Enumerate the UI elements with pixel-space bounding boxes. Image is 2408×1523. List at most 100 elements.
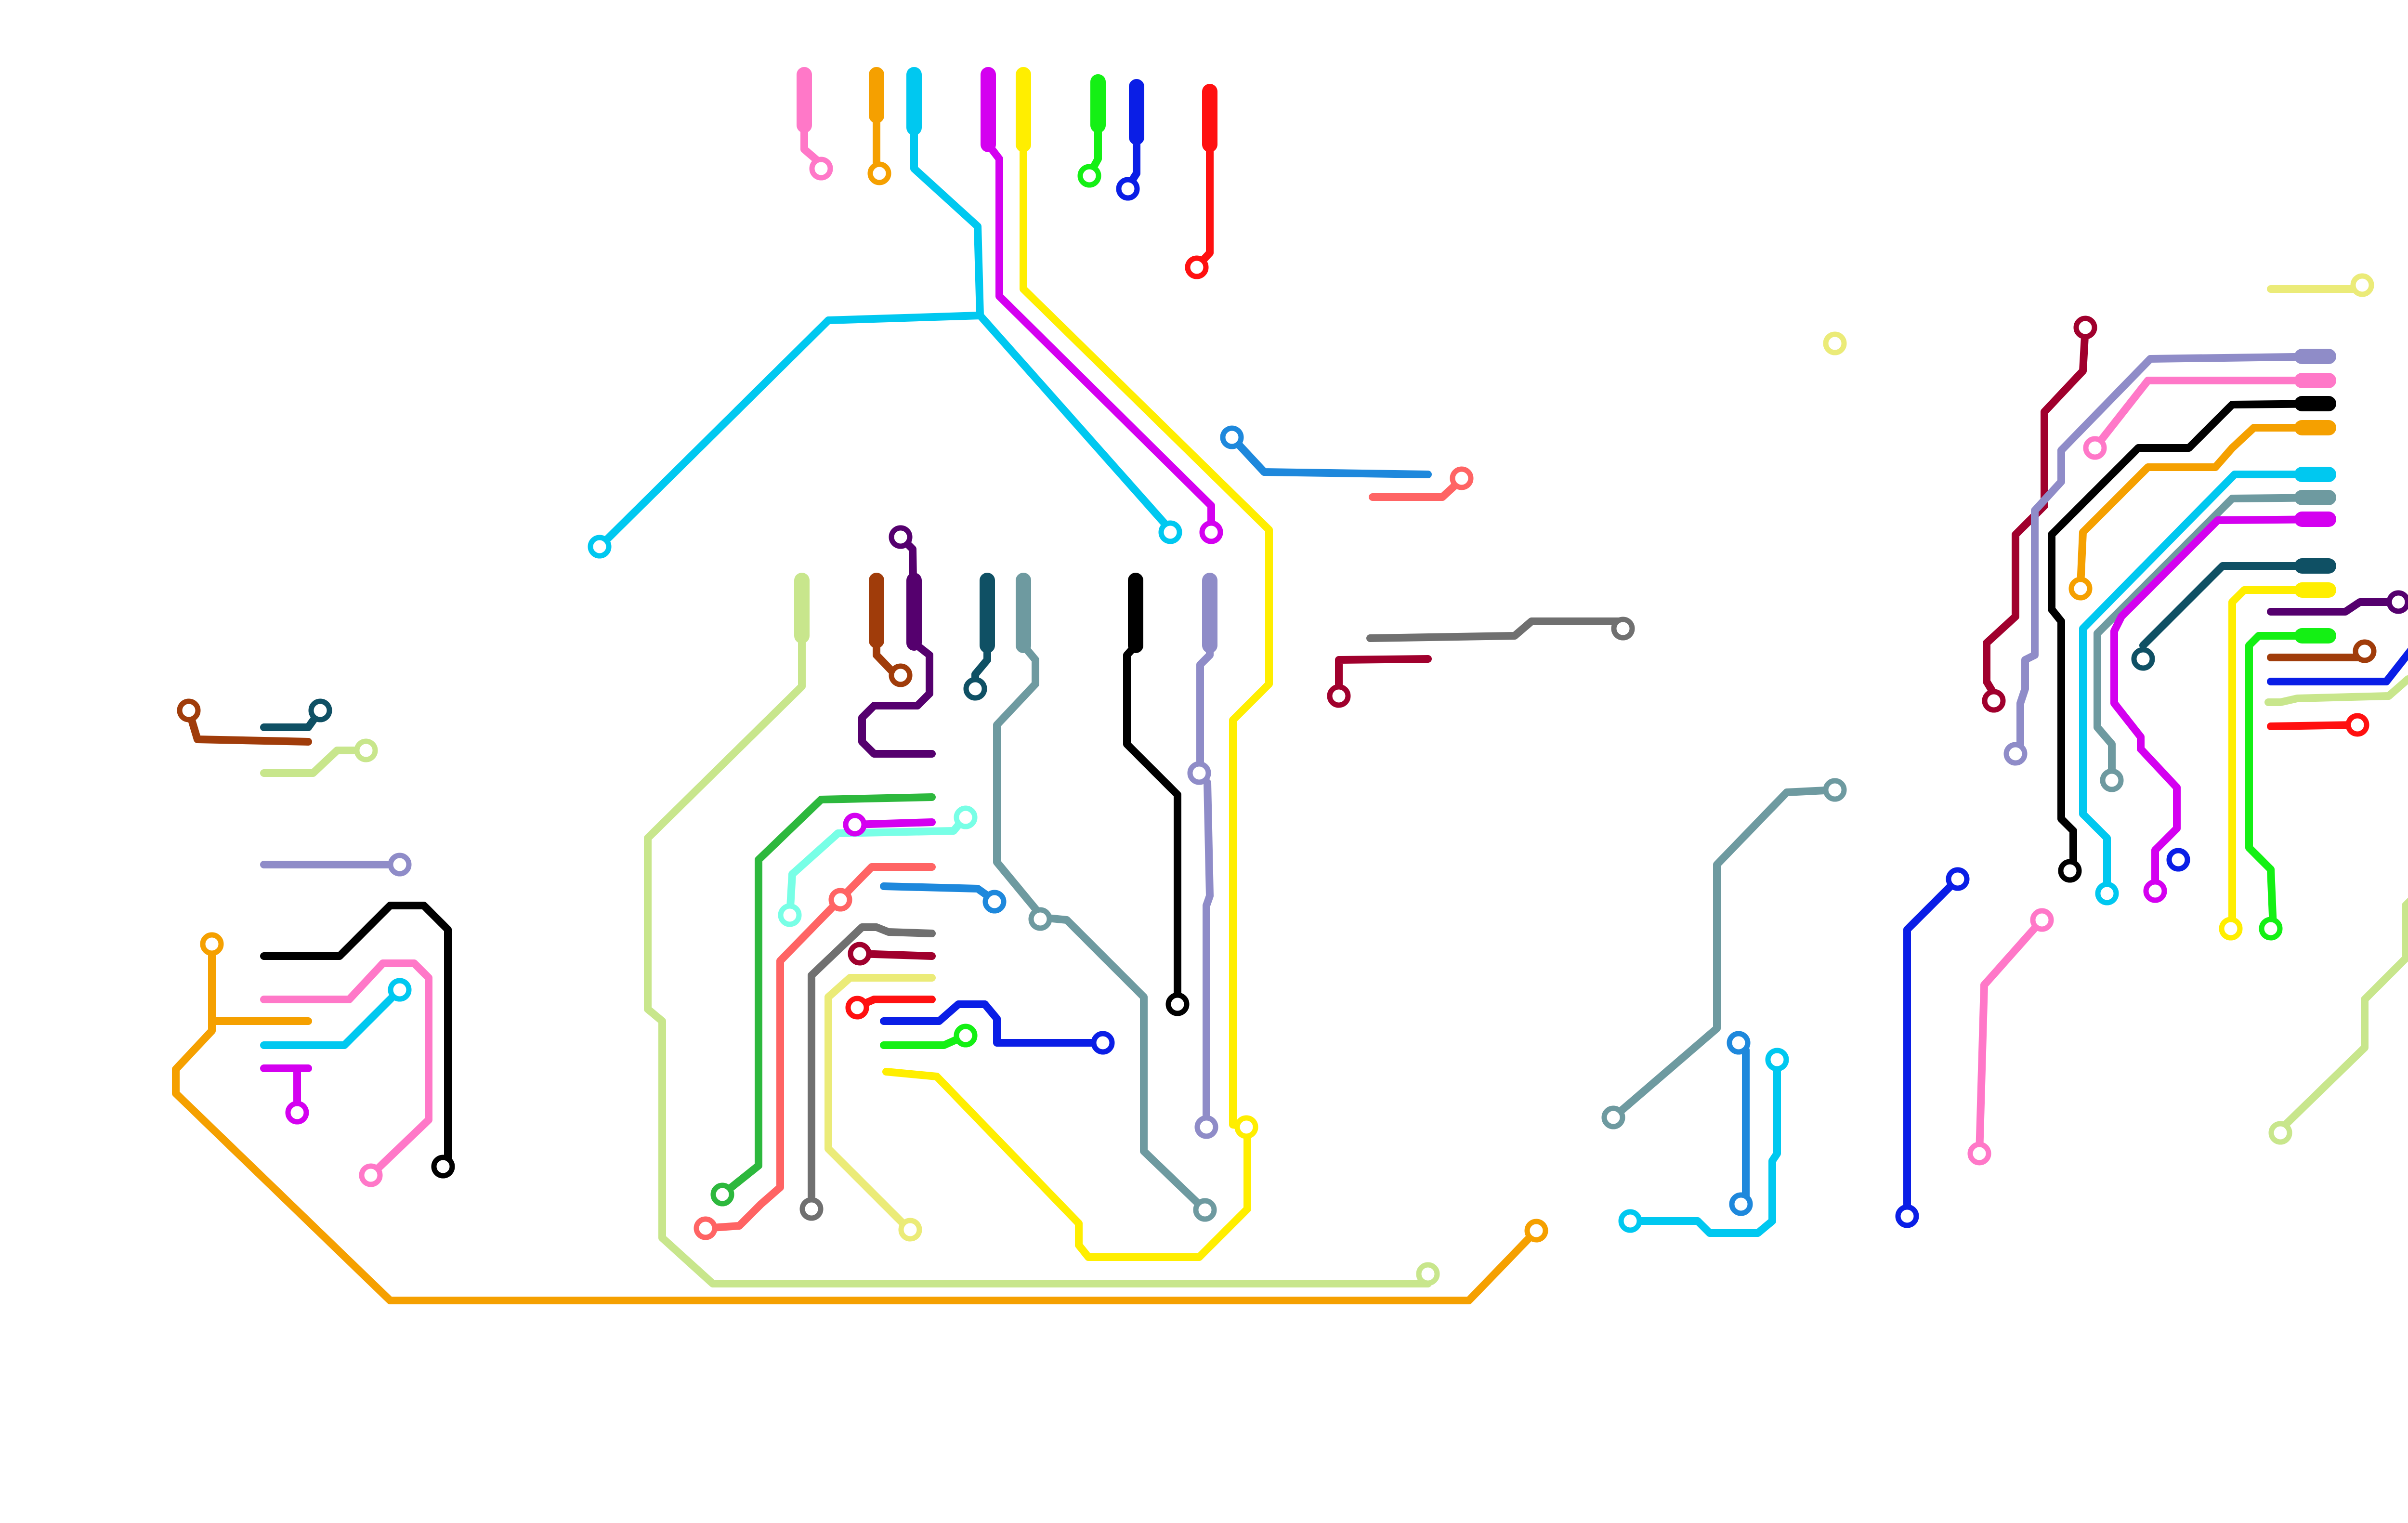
pad-black-right-cluster [2058, 859, 2082, 883]
pad-grey-right [1611, 617, 1635, 641]
trace-mid-blue-lower [1735, 1039, 1750, 1208]
pad-cyan-left [388, 978, 412, 1002]
trace-lime-mid [880, 1032, 969, 1049]
pad-red-top [1185, 255, 1209, 279]
pad-pale-yellow-right-cluster [2350, 273, 2374, 297]
pad-lavender-left [388, 853, 412, 877]
pad-purple-top [889, 525, 913, 549]
pad-crimson-right [1327, 684, 1351, 708]
pad-mid-blue-right [1220, 425, 1244, 449]
pad-dark-teal-mid [963, 677, 987, 701]
top-connector-pins [797, 67, 1217, 152]
trace-light-green-main [644, 632, 1432, 1287]
pad-red-short [845, 996, 869, 1020]
trace-magenta-main [984, 141, 1215, 536]
trace-crimson-short [856, 950, 936, 960]
trace-salmon-right [1369, 475, 1466, 501]
trace-blue-mid [880, 1000, 1107, 1047]
pad-cyan-left-end [588, 535, 612, 559]
pad-orange-top [867, 161, 891, 185]
pad-grey-teal-right-end [1601, 1105, 1625, 1129]
trace-magenta-short [851, 818, 936, 828]
pad-mid-blue-lower-top [1727, 1031, 1751, 1055]
trace-purple-right-cluster [2267, 598, 2402, 616]
trace-light-green-lower [2264, 675, 2408, 1138]
trace-red-right-cluster [2267, 721, 2361, 730]
trace-crimson-right [1335, 655, 1432, 700]
trace-cyan-lower [1626, 1056, 1781, 1237]
pad-salmon-end [694, 1216, 718, 1240]
pad-cyan-right-cluster [2095, 881, 2119, 906]
pad-salmon-right [1450, 466, 1474, 490]
pad-grey-teal-right-cluster [2100, 768, 2124, 792]
pad-lavender-end [1194, 1115, 1218, 1139]
pad-orange-end [1524, 1219, 1548, 1243]
pad-magenta-short [843, 813, 867, 837]
pad-mid-blue-mid [982, 890, 1007, 914]
trace-mid-blue-short [880, 882, 998, 905]
top-pin-traces [596, 112, 1273, 1261]
trace-black-right-cluster [2048, 400, 2335, 871]
pad-lavender-via [1187, 761, 1211, 785]
pad-brown-right-cluster [2353, 639, 2377, 663]
pad-magenta-end [1199, 520, 1223, 544]
pad-blue-lower-end [1895, 1204, 1919, 1228]
pad-brown-left [177, 698, 201, 722]
pad-pink-right-cluster [2083, 436, 2107, 460]
trace-grey-right [1366, 617, 1627, 642]
pad-black-left [431, 1155, 455, 1179]
pad-magenta-right-cluster [2143, 879, 2167, 903]
trace-crimson-right-cluster [1983, 324, 2089, 707]
right-cluster-pins [2294, 349, 2336, 643]
trace-pink-lower [1976, 916, 2046, 1157]
pad-light-green-lower [2268, 1121, 2292, 1145]
trace-blue-right-cluster [2267, 647, 2408, 685]
pad-dark-teal-right-cluster [2131, 647, 2155, 671]
trace-lavender-right-cluster [2016, 353, 2335, 753]
pad-aqua-bottom [778, 903, 802, 927]
pad-crimson-right-cluster-top [2073, 315, 2097, 340]
pad-lime-top [1077, 164, 1101, 188]
trace-light-green-left [260, 747, 370, 777]
trace-pale-yellow-mid [824, 974, 936, 1232]
trace-cyan-main [596, 124, 1174, 551]
trace-magenta-right-cluster [2110, 515, 2335, 895]
pad-grey-end [799, 1197, 824, 1221]
pad-aqua-top [954, 805, 978, 829]
trace-pink-right-cluster [2091, 377, 2335, 452]
pad-cyan-right-end [1158, 520, 1182, 544]
trace-orange-left [172, 940, 1540, 1304]
pad-dark-teal-left [308, 698, 332, 722]
trace-cyan-left [260, 986, 404, 1049]
pad-purple-right-cluster [2386, 590, 2408, 614]
pad-pink-lower-end [1967, 1142, 1991, 1166]
trace-orange-right-cluster [2077, 424, 2335, 589]
right-cluster-traces [1983, 285, 2408, 931]
pad-salmon-mid [828, 888, 852, 912]
pad-grey-teal-right-top [1823, 778, 1847, 802]
pad-lime-right-cluster [2259, 917, 2283, 941]
trace-purple-mid [858, 533, 936, 758]
pad-blue-top [1116, 177, 1140, 201]
trace-blue-lower [1903, 875, 1962, 1220]
pad-lavender-right-cluster [2003, 742, 2028, 766]
pad-blue-lower-top [1946, 867, 1970, 891]
trace-grey-teal-mid [993, 642, 1210, 1215]
pad-light-green-end [1416, 1262, 1440, 1286]
trace-cyan-right-cluster [2079, 471, 2335, 897]
trace-salmon-mid [702, 863, 936, 1232]
trace-lime-right-cluster [2245, 632, 2335, 931]
trace-pink-left [260, 959, 432, 1179]
trace-mid-blue-right [1229, 434, 1432, 478]
pad-magenta-left [285, 1101, 309, 1125]
pad-crimson-right-cluster-end [1982, 689, 2006, 713]
trace-green-mid [719, 793, 936, 1198]
pads [177, 157, 2408, 1286]
middle-connector-pins [794, 573, 1217, 653]
pad-yellow-right-cluster [2219, 917, 2243, 941]
trace-yellow-right-cluster [2228, 586, 2335, 931]
middle-traces [644, 434, 1627, 1287]
trace-grey-teal-right [1610, 786, 1839, 1121]
pad-light-green-left [354, 738, 378, 762]
trace-red-top [1194, 141, 1214, 270]
